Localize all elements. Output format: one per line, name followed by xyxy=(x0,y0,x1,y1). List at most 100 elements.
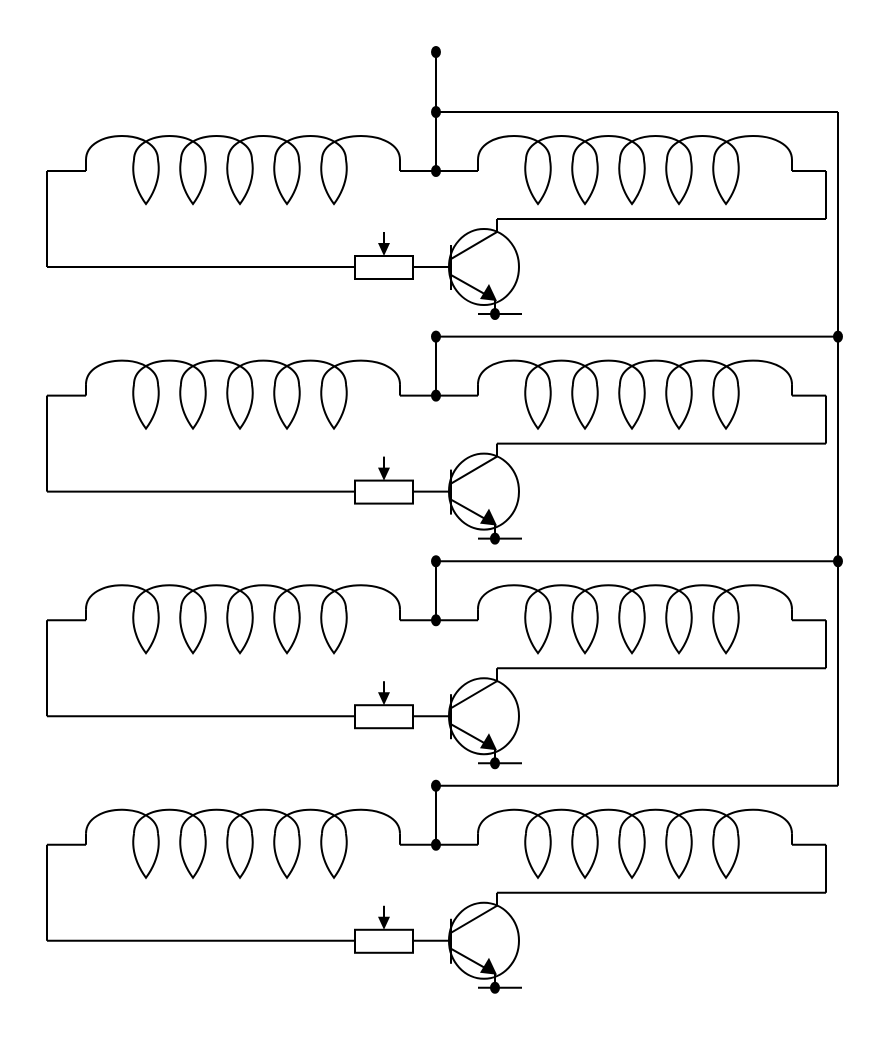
right-inductor xyxy=(477,808,793,880)
coil-hump xyxy=(477,584,551,610)
coil-hump xyxy=(572,584,645,610)
coil-loop xyxy=(226,159,254,206)
coil-hump xyxy=(180,808,253,834)
coil-hump xyxy=(321,359,401,385)
coil-hump xyxy=(133,584,206,610)
right-inductor xyxy=(477,135,793,206)
coil-hump xyxy=(180,584,253,610)
coil-loop xyxy=(320,159,348,206)
coil-hump xyxy=(619,808,692,834)
rail-junction-dot xyxy=(833,330,843,343)
coil-loop xyxy=(524,159,552,206)
coil-loop xyxy=(665,384,693,431)
coil-loop xyxy=(226,833,254,880)
right-inductor xyxy=(477,359,793,431)
junction-dot xyxy=(431,106,441,118)
variable-resistor xyxy=(354,704,414,730)
coil-loop xyxy=(665,609,693,655)
coil-loop xyxy=(273,159,301,206)
coil-loop xyxy=(571,833,599,880)
coil-hump xyxy=(477,808,551,834)
coil-hump xyxy=(133,359,206,385)
emitter-arrow-icon xyxy=(480,508,497,526)
coil-hump xyxy=(525,584,598,610)
coil-hump xyxy=(227,135,300,161)
coil-hump xyxy=(227,584,300,610)
coil-hump xyxy=(274,135,347,161)
coil-hump xyxy=(713,135,793,161)
collector-lead xyxy=(450,231,498,260)
emitter-arrow-icon xyxy=(480,284,497,301)
variable-resistor xyxy=(354,928,414,954)
coil-hump xyxy=(274,808,347,834)
coil-hump xyxy=(274,584,347,610)
ground-dot xyxy=(490,532,500,545)
coil-hump xyxy=(274,359,347,385)
collector-lead xyxy=(450,680,498,710)
coil-loop xyxy=(132,384,160,431)
ground-dot xyxy=(490,757,500,770)
coil-loop xyxy=(273,609,301,655)
left-inductor xyxy=(85,359,401,431)
coil-loop xyxy=(179,159,207,206)
npn-transistor xyxy=(448,452,520,531)
right-inductor xyxy=(477,584,793,655)
coil-loop xyxy=(571,384,599,431)
coil-hump xyxy=(619,135,692,161)
coil-loop xyxy=(618,609,646,655)
coil-loop xyxy=(132,609,160,655)
wiper-arrow-icon xyxy=(378,467,390,481)
coil-loop xyxy=(179,833,207,880)
coil-loop xyxy=(712,609,740,655)
coil-hump xyxy=(713,584,793,610)
stage-3 xyxy=(46,555,843,770)
npn-transistor xyxy=(448,677,520,756)
junction-dot xyxy=(431,555,441,568)
wiper-arrow-icon xyxy=(378,692,390,706)
coil-hump xyxy=(525,135,598,161)
transistor-body xyxy=(448,228,520,306)
coil-hump xyxy=(477,135,551,161)
coil-loop xyxy=(712,159,740,206)
wiper-arrow-icon xyxy=(378,916,390,930)
coil-hump xyxy=(713,808,793,834)
coil-loop xyxy=(320,384,348,431)
coil-hump xyxy=(713,359,793,385)
collector-lead xyxy=(450,904,498,934)
coil-hump xyxy=(85,808,159,834)
coil-hump xyxy=(619,359,692,385)
coil-loop xyxy=(665,833,693,880)
coil-loop xyxy=(320,833,348,880)
stage-1 xyxy=(46,46,838,320)
ground-dot xyxy=(490,308,500,320)
coil-loop xyxy=(712,833,740,880)
variable-resistor xyxy=(354,255,414,280)
coil-loop xyxy=(618,384,646,431)
collector-lead xyxy=(450,455,498,485)
stage-2 xyxy=(46,330,843,545)
coil-loop xyxy=(226,384,254,431)
coil-hump xyxy=(133,135,206,161)
coil-loop xyxy=(320,609,348,655)
left-inductor xyxy=(85,584,401,655)
coil-loop xyxy=(132,833,160,880)
coil-hump xyxy=(666,135,739,161)
junction-dot xyxy=(431,330,441,343)
left-inductor xyxy=(85,135,401,206)
left-inductor xyxy=(85,808,401,880)
coil-loop xyxy=(571,159,599,206)
variable-resistor xyxy=(354,479,414,505)
coil-loop xyxy=(226,609,254,655)
transistor-body xyxy=(448,677,520,756)
wiper-arrow-icon xyxy=(378,243,390,256)
coil-hump xyxy=(525,808,598,834)
coil-loop xyxy=(179,609,207,655)
coil-loop xyxy=(132,159,160,206)
npn-transistor xyxy=(448,228,520,306)
rail-junction-dot xyxy=(833,555,843,568)
emitter-arrow-icon xyxy=(480,957,497,975)
coil-hump xyxy=(227,359,300,385)
coil-loop xyxy=(618,159,646,206)
transistor-body xyxy=(448,452,520,531)
